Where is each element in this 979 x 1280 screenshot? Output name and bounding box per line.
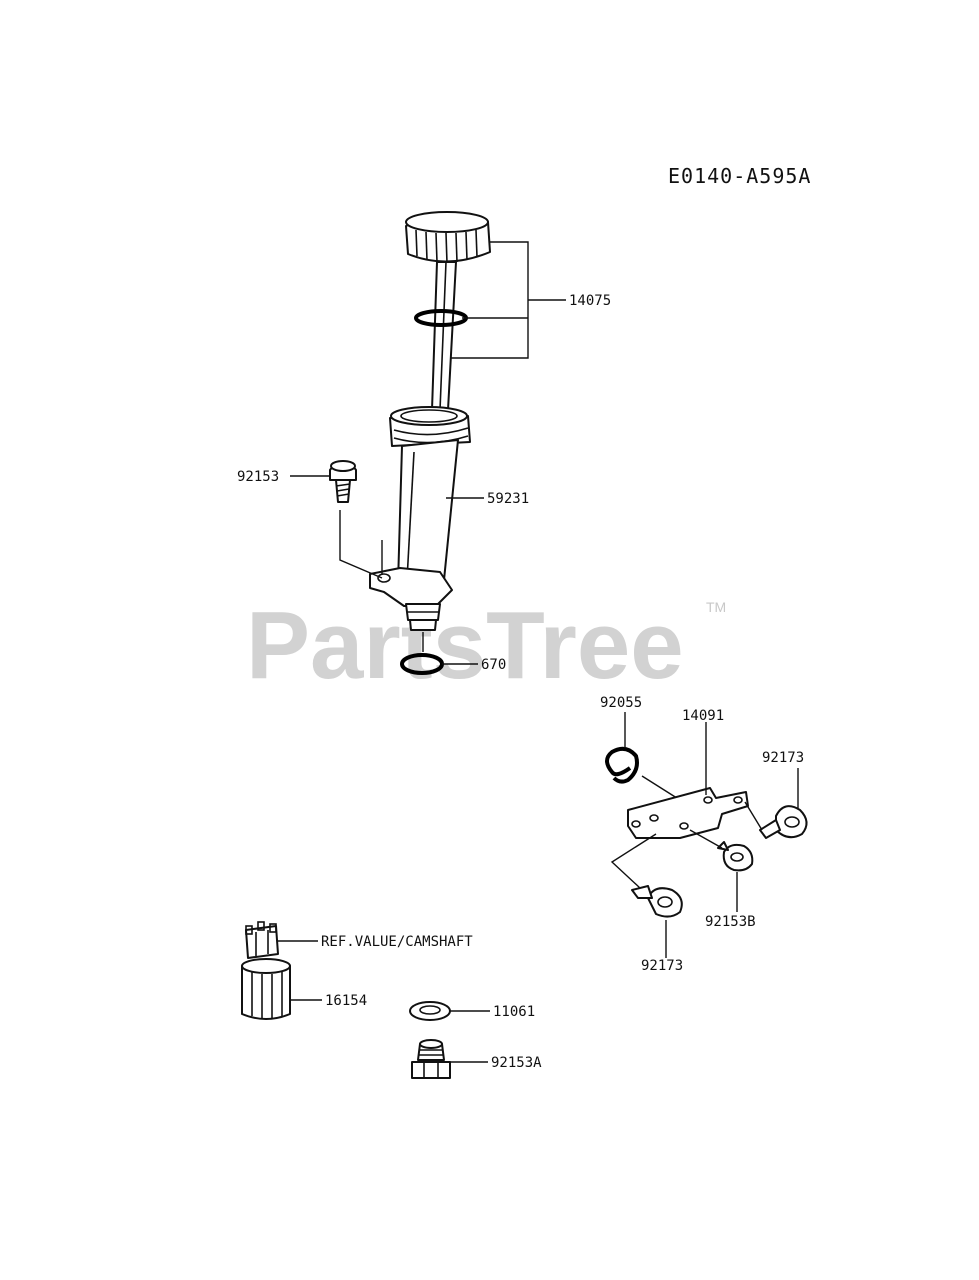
dipstick-assembly[interactable] (405, 211, 566, 411)
cap-knurl-lines (415, 229, 478, 264)
oil-filler-tube[interactable] (369, 406, 484, 631)
parts-tree-watermark: PartsTree (246, 592, 684, 699)
label-14091[interactable]: 14091 (682, 708, 724, 724)
washer-11061[interactable] (409, 1001, 490, 1021)
clamp-92173-bottom[interactable] (647, 887, 683, 918)
label-92173-right[interactable]: 92173 (762, 750, 804, 766)
label-16154[interactable]: 16154 (325, 993, 367, 1009)
diagram-code: E0140-A595A (668, 164, 811, 188)
label-14075[interactable]: 14075 (569, 293, 611, 309)
trademark-mark: TM (706, 599, 726, 615)
plug-92153A[interactable] (411, 1039, 488, 1079)
label-59231[interactable]: 59231 (487, 491, 529, 507)
camshaft-gear-reference[interactable] (245, 921, 318, 959)
bolt-92153B[interactable] (722, 843, 754, 872)
label-92153A[interactable]: 92153A (491, 1055, 542, 1071)
bracket-assembly[interactable] (605, 712, 808, 958)
label-92153B[interactable]: 92153B (705, 914, 756, 930)
label-11061[interactable]: 11061 (493, 1004, 535, 1020)
filler-tube-body (397, 439, 459, 585)
bolt-92153[interactable] (290, 460, 383, 579)
part-16154[interactable] (241, 958, 322, 1020)
label-92055[interactable]: 92055 (600, 695, 642, 711)
bracket-14091[interactable] (627, 787, 749, 839)
label-92173-bottom[interactable]: 92173 (641, 958, 683, 974)
dipstick-cap-top (405, 211, 489, 233)
label-92153[interactable]: 92153 (237, 469, 279, 485)
dipstick-blade (431, 261, 457, 411)
label-670[interactable]: 670 (481, 657, 506, 673)
label-ref-camshaft[interactable]: REF.VALUE/CAMSHAFT (321, 934, 473, 950)
clamp-92173-right[interactable] (775, 805, 808, 839)
clip-92055[interactable] (605, 746, 639, 784)
